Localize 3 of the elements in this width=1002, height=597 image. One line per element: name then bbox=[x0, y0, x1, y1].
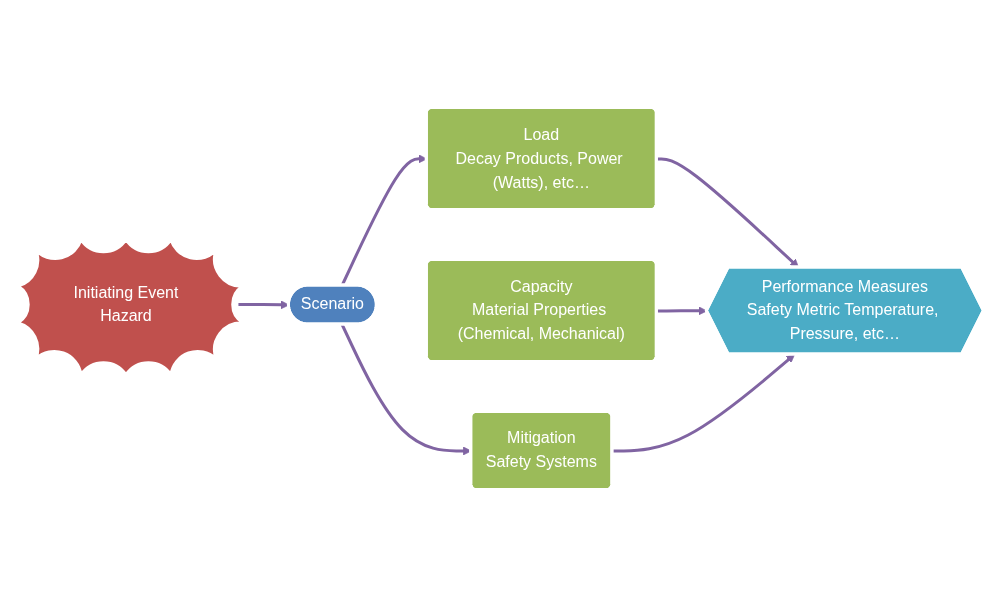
arrow bbox=[657, 306, 708, 316]
arrow bbox=[657, 157, 800, 268]
arrow bbox=[612, 354, 796, 453]
